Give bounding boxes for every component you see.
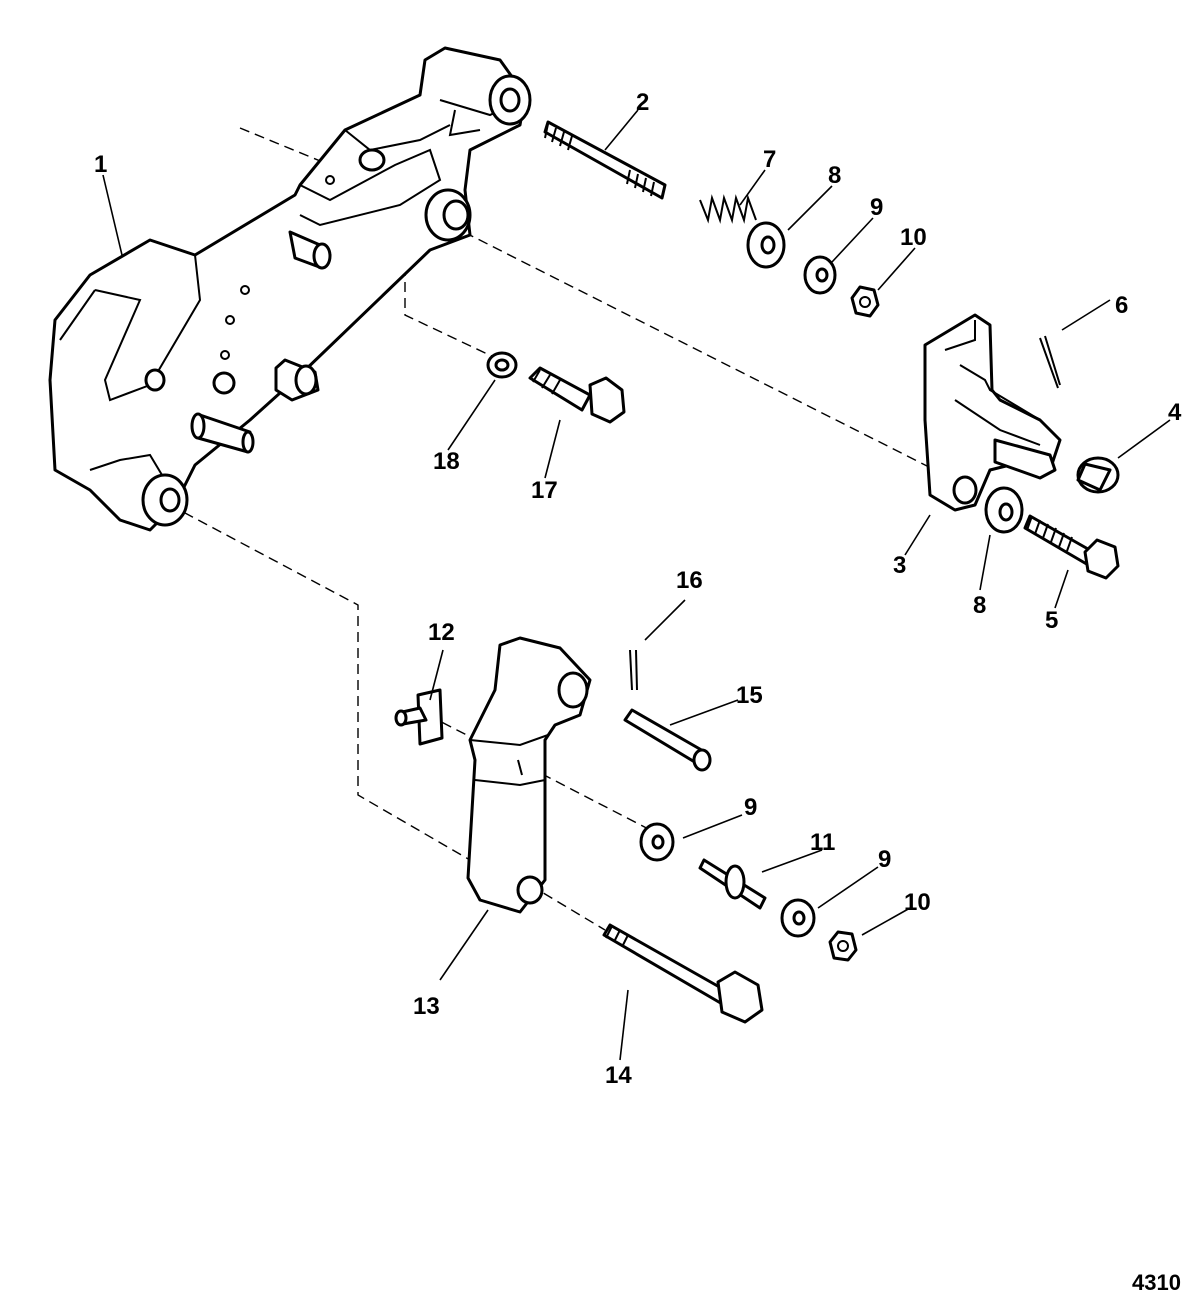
figure-number: 4310 bbox=[1132, 1270, 1181, 1295]
callout-8-lower: 8 bbox=[973, 592, 986, 619]
cotter-pin-part-16 bbox=[629, 649, 638, 691]
callout-labels: 1 2 3 4 5 6 7 8 8 9 9 9 10 10 11 12 13 1… bbox=[94, 89, 1182, 1089]
callout-9-middle: 9 bbox=[744, 794, 757, 821]
nut-part-10-upper bbox=[850, 285, 880, 318]
stud-part-2 bbox=[543, 120, 667, 200]
washer-part-8-lower bbox=[984, 486, 1024, 534]
callout-9-upper: 9 bbox=[870, 194, 883, 221]
washer-part-8-upper bbox=[746, 221, 786, 269]
callout-11: 11 bbox=[810, 829, 835, 856]
washer-part-9-middle bbox=[639, 822, 675, 862]
link-part-13 bbox=[466, 636, 592, 914]
shift-lever-part-3 bbox=[923, 313, 1062, 512]
callout-8-upper: 8 bbox=[828, 162, 841, 189]
callout-13: 13 bbox=[413, 993, 440, 1020]
callout-5: 5 bbox=[1045, 607, 1058, 634]
callout-4: 4 bbox=[1168, 399, 1182, 426]
cap-part-4 bbox=[1076, 456, 1120, 494]
nut-part-10-lower bbox=[828, 930, 858, 962]
callout-10-lower: 10 bbox=[904, 889, 931, 916]
spring-part-7 bbox=[699, 194, 757, 224]
callout-6: 6 bbox=[1115, 292, 1128, 319]
callout-14: 14 bbox=[605, 1062, 632, 1089]
callout-3: 3 bbox=[893, 552, 906, 579]
bolt-part-17 bbox=[528, 366, 626, 424]
callout-17: 17 bbox=[531, 477, 558, 504]
callout-12: 12 bbox=[428, 619, 455, 646]
pin-part-12 bbox=[394, 688, 444, 746]
main-bracket-part-1 bbox=[48, 46, 532, 532]
bolt-part-14 bbox=[602, 923, 764, 1024]
callout-7: 7 bbox=[763, 146, 776, 173]
stud-part-11 bbox=[698, 858, 767, 910]
callout-10-upper: 10 bbox=[900, 224, 927, 251]
callout-2: 2 bbox=[636, 89, 649, 116]
callout-15: 15 bbox=[736, 682, 763, 709]
bolt-part-5 bbox=[1023, 514, 1120, 580]
callout-16: 16 bbox=[676, 567, 703, 594]
callout-1: 1 bbox=[94, 151, 107, 178]
lock-washer-part-18 bbox=[486, 351, 518, 379]
callout-9-lower: 9 bbox=[878, 846, 891, 873]
callout-18: 18 bbox=[433, 448, 460, 475]
washer-part-9-lower bbox=[780, 898, 816, 938]
washer-part-9-upper bbox=[803, 255, 837, 295]
pin-part-15 bbox=[623, 708, 712, 772]
leader-lines bbox=[102, 109, 1171, 1061]
cotter-pin-part-6 bbox=[1039, 335, 1061, 389]
